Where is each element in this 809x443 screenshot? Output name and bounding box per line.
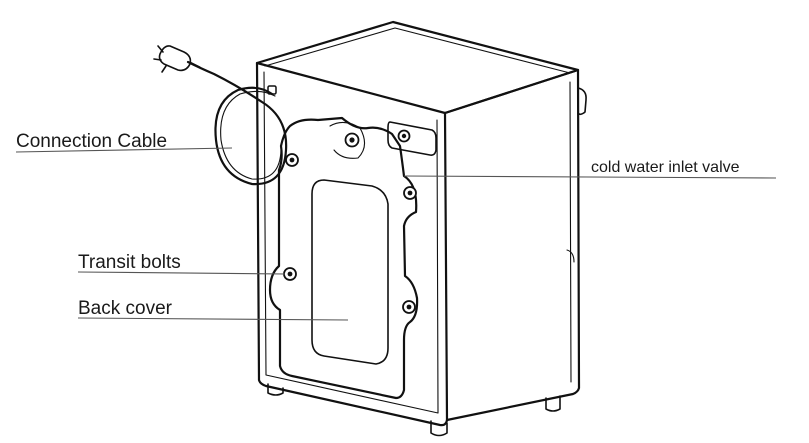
bolt-lower-left	[283, 267, 297, 281]
cabinet	[255, 20, 587, 437]
bolt-upper-left	[285, 153, 299, 167]
leader-lines	[15, 147, 777, 321]
foot-right	[545, 395, 561, 412]
bolt-lower-right	[402, 300, 416, 314]
foot-front	[430, 420, 448, 437]
bolt-top-center	[344, 132, 360, 148]
back-cover-plate	[268, 116, 419, 400]
connection-cable	[153, 45, 288, 186]
label-transit-bolts: Transit bolts	[78, 252, 181, 273]
bolt-upper-right	[403, 186, 417, 200]
foot-left	[267, 383, 284, 396]
side-face	[443, 68, 581, 422]
rear-face	[255, 61, 449, 427]
inlet-valve	[387, 121, 437, 156]
top-panel	[255, 20, 580, 115]
label-cold-water-inlet-valve: cold water inlet valve	[591, 159, 740, 176]
transit-bolts	[283, 132, 417, 314]
label-back-cover: Back cover	[78, 298, 173, 319]
cover-window	[311, 179, 389, 365]
label-connection-cable: Connection Cable	[16, 131, 167, 152]
plug	[158, 45, 192, 72]
